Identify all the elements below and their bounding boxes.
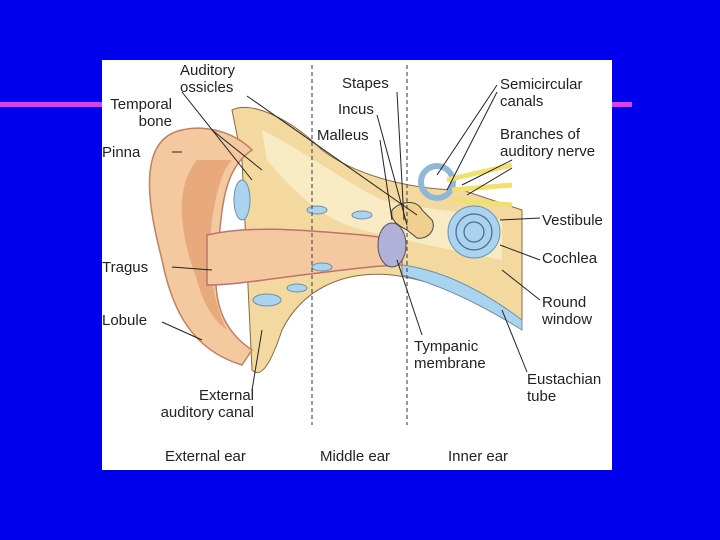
label-tragus: Tragus bbox=[102, 259, 148, 276]
section-middle-ear: Middle ear bbox=[320, 448, 390, 465]
section-inner-ear: Inner ear bbox=[448, 448, 508, 465]
accent-line-left bbox=[0, 102, 105, 107]
label-auditory-ossicles: Auditory ossicles bbox=[180, 62, 235, 96]
accent-line-right bbox=[610, 102, 632, 107]
label-incus: Incus bbox=[338, 101, 374, 118]
ear-diagram-panel: Auditory ossicles Temporal bone Pinna Tr… bbox=[102, 60, 612, 470]
fluid-space-6 bbox=[352, 211, 372, 219]
fluid-space-4 bbox=[312, 263, 332, 271]
fluid-space-1 bbox=[234, 180, 250, 220]
label-vestibule: Vestibule bbox=[542, 212, 603, 229]
label-malleus: Malleus bbox=[317, 127, 369, 144]
label-stapes: Stapes bbox=[342, 75, 389, 92]
label-cochlea: Cochlea bbox=[542, 250, 597, 267]
label-semicircular-canals: Semicircular canals bbox=[500, 76, 583, 110]
tympanic-membrane-shape bbox=[378, 223, 406, 267]
label-pinna: Pinna bbox=[102, 144, 140, 161]
fluid-space-3 bbox=[287, 284, 307, 292]
fluid-space-5 bbox=[307, 206, 327, 214]
label-branches-auditory-nerve: Branches of auditory nerve bbox=[500, 126, 595, 160]
label-temporal-bone: Temporal bone bbox=[102, 96, 172, 130]
label-external-auditory-canal: External auditory canal bbox=[152, 387, 254, 421]
label-round-window: Round window bbox=[542, 294, 592, 328]
label-eustachian-tube: Eustachian tube bbox=[527, 371, 601, 405]
fluid-space-2 bbox=[253, 294, 281, 306]
label-lobule: Lobule bbox=[102, 312, 147, 329]
label-tympanic-membrane: Tympanic membrane bbox=[414, 338, 486, 372]
section-external-ear: External ear bbox=[165, 448, 246, 465]
